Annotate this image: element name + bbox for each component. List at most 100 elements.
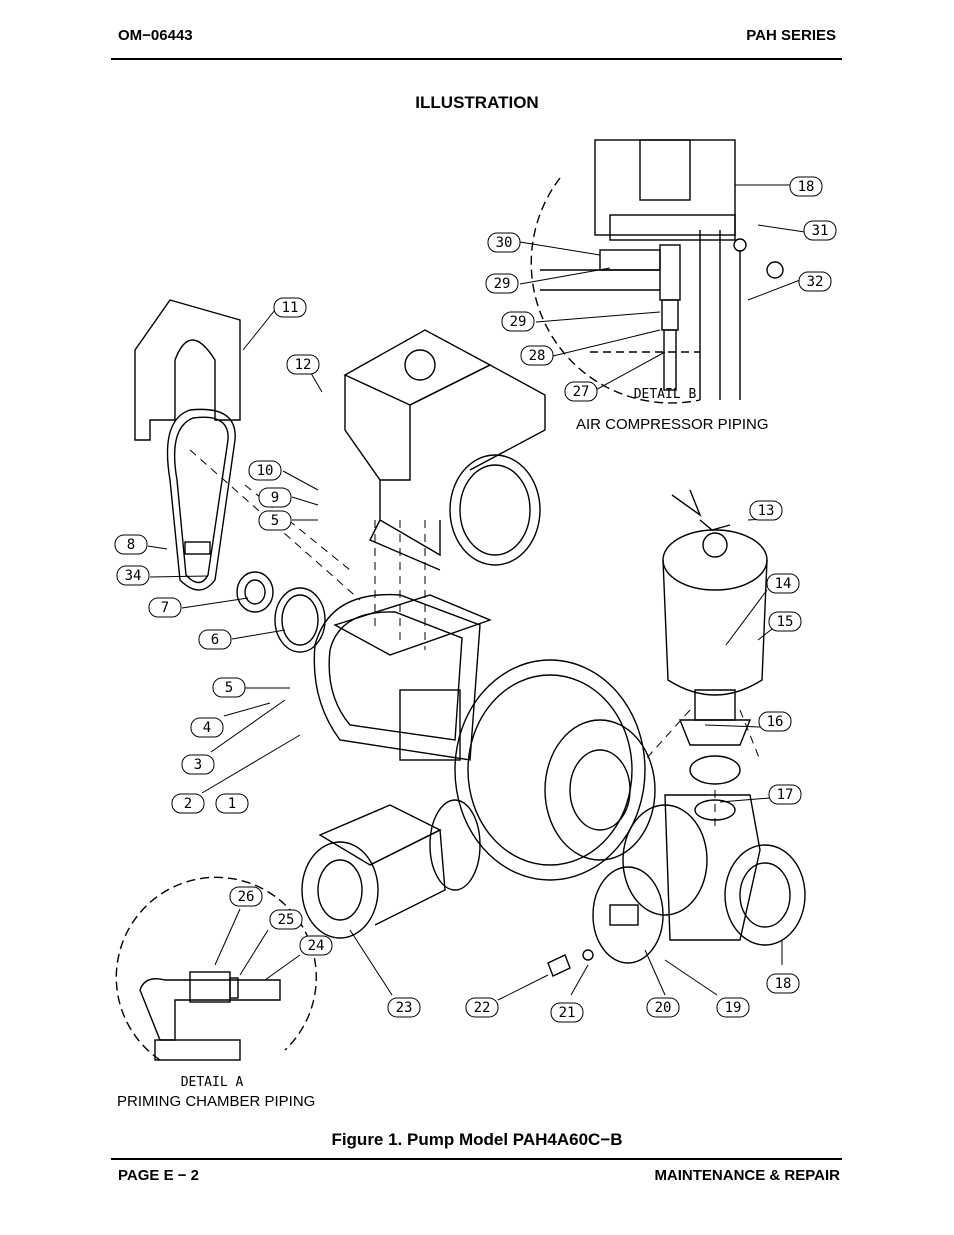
svg-text:32: 32	[807, 274, 824, 290]
callout-11: 11	[273, 297, 307, 318]
callout-6: 6	[198, 629, 232, 650]
svg-text:7: 7	[161, 600, 169, 616]
callout-23: 23	[387, 997, 421, 1018]
callout-31: 18	[789, 176, 823, 197]
air-separator-top	[662, 529, 768, 591]
svg-text:23: 23	[396, 1000, 413, 1016]
figure-caption: Figure 1. Pump Model PAH4A60C−B	[331, 1130, 623, 1149]
gasket-16	[689, 755, 741, 785]
svg-text:13: 13	[758, 503, 775, 519]
callout-19: 19	[716, 997, 750, 1018]
svg-text:5: 5	[225, 680, 233, 696]
svg-text:18: 18	[798, 179, 815, 195]
key-34	[184, 541, 211, 555]
svg-text:8: 8	[127, 537, 135, 553]
callout-33: 32	[798, 271, 832, 292]
detail-b-caption: AIR COMPRESSOR PIPING	[576, 416, 769, 433]
callout-12: 12	[286, 354, 320, 375]
pump-end-frame	[313, 593, 481, 761]
svg-text:5: 5	[271, 513, 279, 529]
svg-text:34: 34	[125, 568, 142, 584]
page-number: PAGE E − 2	[118, 1167, 200, 1184]
svg-text:2: 2	[184, 796, 192, 812]
svg-text:22: 22	[474, 1000, 491, 1016]
detail-a-label: DETAIL A	[181, 1075, 244, 1090]
svg-text:9: 9	[271, 490, 279, 506]
callout-10: 10	[248, 460, 282, 481]
svg-text:25: 25	[278, 912, 295, 928]
header-rule	[111, 58, 842, 60]
svg-text:14: 14	[775, 576, 792, 592]
callout-22: 22	[465, 997, 499, 1018]
callout-3: 3	[181, 754, 215, 775]
svg-text:21: 21	[559, 1005, 576, 1021]
bushing	[236, 571, 274, 613]
svg-text:26: 26	[238, 889, 255, 905]
pump-casing	[454, 659, 646, 881]
callout-15: 15	[768, 611, 802, 632]
callout-24: 24	[299, 935, 333, 956]
callout-14: 14	[766, 573, 800, 594]
section-title: ILLUSTRATION	[415, 93, 539, 112]
flange-19	[622, 804, 708, 916]
callout-28: 28	[520, 345, 554, 366]
svg-text:27: 27	[573, 384, 590, 400]
callout-27: 27	[564, 381, 598, 402]
callout-8: 8	[114, 534, 148, 555]
svg-text:15: 15	[777, 614, 794, 630]
callout-9: 9	[258, 487, 292, 508]
detail-b-label: DETAIL B	[634, 387, 697, 402]
sheave	[274, 587, 326, 653]
detail-a-piping	[139, 978, 281, 1041]
callout-20: 20	[646, 997, 680, 1018]
compressor-top	[343, 329, 492, 406]
callout-13: 13	[749, 500, 783, 521]
callout-4: 4	[190, 717, 224, 738]
callout-7: 7	[148, 597, 182, 618]
detail-a-boundary	[115, 876, 317, 1061]
callout-29b: 29	[501, 311, 535, 332]
svg-text:24: 24	[308, 938, 325, 954]
footer-rule	[111, 1158, 842, 1160]
detail-b-compressor-body	[594, 139, 736, 236]
svg-text:30: 30	[496, 235, 513, 251]
detail-a-caption: PRIMING CHAMBER PIPING	[117, 1093, 316, 1110]
callout-2: 2	[171, 793, 205, 814]
svg-text:3: 3	[194, 757, 202, 773]
drive-belt	[166, 408, 236, 591]
svg-text:20: 20	[655, 1000, 672, 1016]
callout-17: 17	[768, 784, 802, 805]
svg-text:19: 19	[725, 1000, 742, 1016]
callout-29a: 29	[485, 273, 519, 294]
svg-text:28: 28	[529, 348, 546, 364]
callout-26: 26	[229, 886, 263, 907]
svg-text:18: 18	[775, 976, 792, 992]
tee-fitting	[664, 794, 761, 941]
svg-text:10: 10	[257, 463, 274, 479]
callout-25: 25	[269, 909, 303, 930]
svg-text:1: 1	[228, 796, 236, 812]
svg-text:11: 11	[282, 300, 299, 316]
callout-30: 30	[487, 232, 521, 253]
svg-text:12: 12	[295, 357, 312, 373]
svg-text:31: 31	[812, 223, 829, 239]
svg-text:4: 4	[203, 720, 211, 736]
callout-34: 34	[116, 565, 150, 586]
air-separator-body	[662, 559, 768, 696]
svg-text:17: 17	[777, 787, 794, 803]
callout-1: 1	[215, 793, 249, 814]
detail-b-boundary	[530, 177, 701, 404]
flange-23	[301, 841, 379, 939]
document-number: OM−06443	[118, 27, 193, 44]
cover-plate	[318, 804, 442, 866]
svg-text:6: 6	[211, 632, 219, 648]
callout-5b: 5	[212, 677, 246, 698]
callout-32: 31	[803, 220, 837, 241]
svg-text:16: 16	[767, 714, 784, 730]
flange-20	[592, 866, 664, 964]
callout-16: 16	[758, 711, 792, 732]
belt-guard	[134, 299, 241, 441]
callout-labels: 18 31 32 30 29 29 28 27 11 12 10 9 5 8 3…	[114, 176, 837, 1023]
callout-21: 21	[550, 1002, 584, 1023]
